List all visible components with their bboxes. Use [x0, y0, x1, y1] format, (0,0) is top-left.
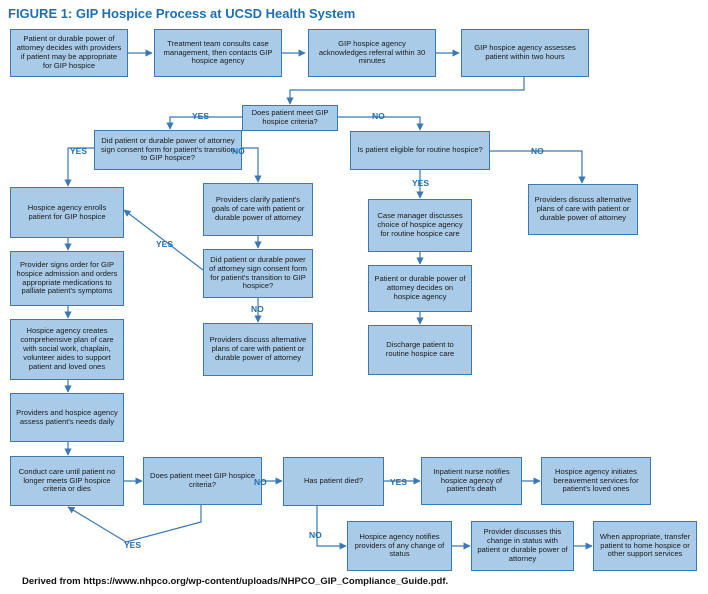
step-treatment-team-consults: Treatment team consults case management,… — [154, 29, 282, 77]
decision-routine-hospice-eligible: Is patient eligible for routine hospice? — [350, 131, 490, 170]
label-no-n20: NO — [254, 477, 267, 487]
step-provider-decision: Patient or durable power of attorney dec… — [10, 29, 128, 77]
step-notify-change: Hospice agency notifies providers of any… — [347, 521, 452, 571]
arrow-n20-n19-loop — [67, 505, 202, 543]
decision-meets-gip-criteria-2: Does patient meet GIP hospice criteria? — [143, 457, 262, 505]
source-footnote: Derived from https://www.nhpco.org/wp-co… — [22, 576, 449, 587]
label-yes-n13: YES — [156, 239, 174, 249]
label-no-n13: NO — [251, 304, 264, 314]
label-no-n6: NO — [232, 146, 245, 156]
arrow-n6-n8 — [64, 147, 94, 187]
arrow-n7-n11 — [490, 150, 586, 184]
arrow-n21-n24 — [316, 506, 347, 550]
step-discharge-routine: Discharge patient to routine hospice car… — [368, 325, 472, 375]
arrow-n4-n5 — [286, 77, 525, 105]
arrow-n13-n8 — [123, 209, 204, 271]
label-no-n5: NO — [372, 111, 385, 121]
step-discuss-change: Provider discusses this change in status… — [471, 521, 574, 571]
label-yes-n5: YES — [192, 111, 210, 121]
step-plan-of-care: Hospice agency creates comprehensive pla… — [10, 319, 124, 380]
arrow-n6-n9 — [242, 147, 262, 183]
decision-patient-died: Has patient died? — [283, 457, 384, 506]
step-transfer-patient: When appropriate, transfer patient to ho… — [593, 521, 697, 571]
arrow-n5-n6 — [166, 116, 242, 130]
step-provider-signs-order: Provider signs order for GIP hospice adm… — [10, 251, 124, 306]
decision-consent-signed-2: Did patient or durable power of attorney… — [203, 249, 313, 298]
label-yes-n21: YES — [390, 477, 408, 487]
label-yes-n7: YES — [412, 178, 430, 188]
step-decide-agency: Patient or durable power of attorney dec… — [368, 265, 472, 312]
step-case-manager-discusses: Case manager discusses choice of hospice… — [368, 199, 472, 252]
step-agency-acknowledges: GIP hospice agency acknowledges referral… — [308, 29, 436, 77]
decision-meets-gip-criteria: Does patient meet GIP hospice criteria? — [242, 105, 338, 131]
step-nurse-notifies: Inpatient nurse notifies hospice agency … — [421, 457, 522, 505]
step-discuss-alternatives-right: Providers discuss alternative plans of c… — [528, 184, 638, 235]
step-bereavement: Hospice agency initiates bereavement ser… — [541, 457, 651, 505]
step-conduct-care: Conduct care until patient no longer mee… — [10, 456, 124, 506]
figure-title: FIGURE 1: GIP Hospice Process at UCSD He… — [8, 6, 356, 21]
step-agency-assesses: GIP hospice agency assesses patient with… — [461, 29, 589, 77]
label-no-n21: NO — [309, 530, 322, 540]
step-agency-enrolls: Hospice agency enrolls patient for GIP h… — [10, 187, 124, 238]
step-clarify-goals: Providers clarify patient's goals of car… — [203, 183, 313, 236]
arrow-n5-n7 — [338, 116, 424, 131]
decision-consent-signed: Did patient or durable power of attorney… — [94, 130, 242, 170]
step-discuss-alternatives-mid: Providers discuss alternative plans of c… — [203, 323, 313, 376]
step-assess-daily: Providers and hospice agency assess pati… — [10, 393, 124, 442]
label-yes-loop: YES — [124, 540, 142, 550]
label-yes-n6: YES — [70, 146, 88, 156]
label-no-n7: NO — [531, 146, 544, 156]
